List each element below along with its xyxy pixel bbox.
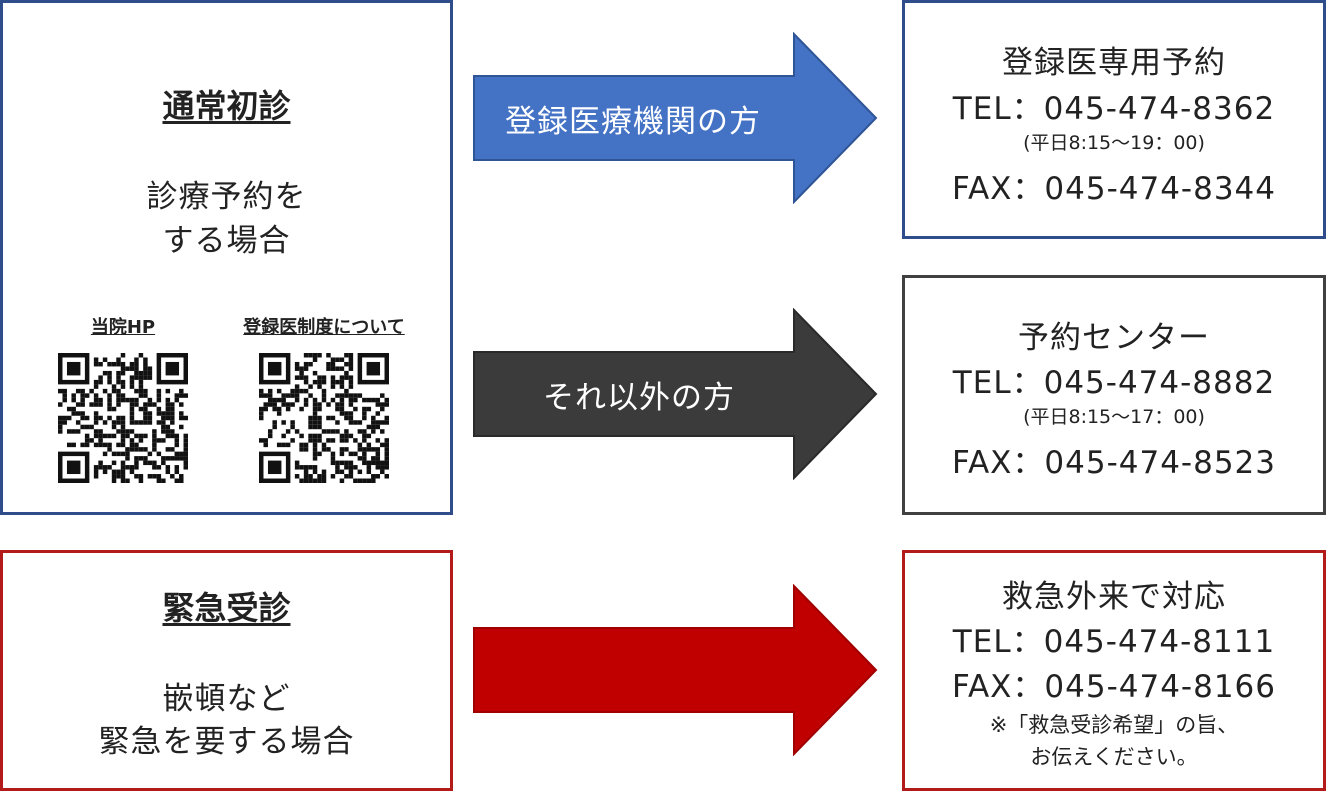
normal-visit-box: 通常初診 診療予約を する場合 当院HP 登録医制度について (0, 0, 453, 515)
emergency-contact-note-line1: ※「救急受診希望」の旨、 (989, 713, 1239, 737)
registered-contact-fax: FAX：045-474-8344 (951, 171, 1277, 207)
normal-visit-desc-line1: 診療予約を (146, 179, 307, 215)
registered-contact-box: 登録医専用予約 TEL：045-474-8362 (平日8:15～19：00) … (902, 0, 1326, 239)
emergency-contact-note-line2: お伝えください。 (1030, 745, 1198, 769)
registered-contact-hours: (平日8:15～19：00) (1023, 132, 1205, 154)
arrow-other-label: それ以外の方 (543, 380, 735, 416)
emergency-visit-title: 緊急受診 (162, 589, 291, 627)
qr-label-hospital-hp: 当院HP (90, 317, 156, 338)
emergency-contact-tel: TEL：045-474-8111 (952, 624, 1276, 660)
registered-contact-title: 登録医専用予約 (1002, 45, 1226, 81)
reservation-center-hours: (平日8:15～17：00) (1023, 406, 1205, 428)
emergency-visit-box: 緊急受診 嵌頓など 緊急を要する場合 (0, 550, 453, 791)
reservation-center-fax: FAX：045-474-8523 (951, 445, 1277, 481)
emergency-contact-box: 救急外来で対応 TEL：045-474-8111 FAX：045-474-816… (902, 550, 1326, 791)
emergency-contact-title: 救急外来で対応 (1002, 579, 1226, 615)
normal-visit-title: 通常初診 (162, 87, 291, 125)
emergency-visit-desc-line2: 緊急を要する場合 (98, 724, 355, 760)
registered-contact-tel: TEL：045-474-8362 (952, 91, 1276, 127)
normal-visit-desc-line2: する場合 (162, 223, 291, 259)
reservation-center-title: 予約センター (1018, 320, 1210, 356)
arrow-registered (473, 32, 878, 204)
qr-code-hospital-hp-icon[interactable] (58, 353, 188, 483)
emergency-contact-fax: FAX：045-474-8166 (951, 669, 1277, 705)
arrow-emergency (473, 584, 878, 756)
arrow-other (473, 308, 878, 480)
arrow-registered-label: 登録医療機関の方 (505, 104, 761, 140)
reservation-center-box: 予約センター TEL：045-474-8882 (平日8:15～17：00) F… (902, 275, 1326, 515)
qr-code-registered-doctor-icon[interactable] (259, 353, 389, 483)
emergency-visit-desc-line1: 嵌頓など (162, 681, 291, 717)
qr-label-registered-doctor: 登録医制度について (243, 317, 405, 338)
reservation-center-tel: TEL：045-474-8882 (952, 365, 1276, 401)
